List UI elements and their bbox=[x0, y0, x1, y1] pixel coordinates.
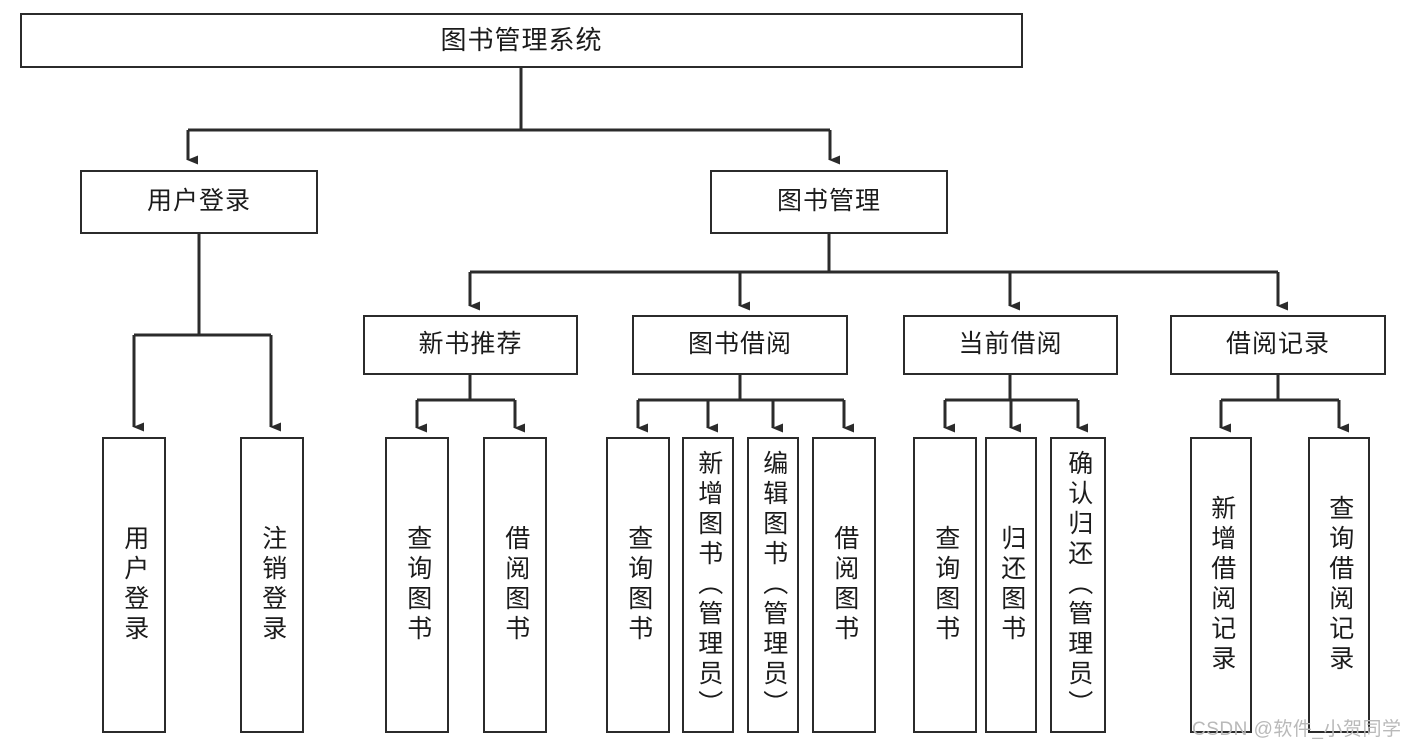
node-book-manage-label: 图书管理 bbox=[776, 187, 881, 216]
watermark: CSDN @软件_小贺同学 bbox=[1192, 719, 1402, 740]
node-leaf-logout-login[interactable]: 注销登录 bbox=[240, 437, 304, 733]
node-leaf-confirm-return-label: 确认归还（管理员） bbox=[1064, 450, 1093, 720]
node-leaf-return-book[interactable]: 归还图书 bbox=[985, 437, 1037, 733]
node-new-book-recommend-label: 新书推荐 bbox=[418, 330, 523, 359]
node-leaf-query-book-2-label: 查询图书 bbox=[624, 525, 653, 645]
node-leaf-user-login[interactable]: 用户登录 bbox=[102, 437, 166, 733]
node-user-login-label: 用户登录 bbox=[146, 187, 251, 216]
node-leaf-query-record-label: 查询借阅记录 bbox=[1325, 495, 1354, 675]
node-borrow-record[interactable]: 借阅记录 bbox=[1170, 315, 1386, 375]
node-book-borrow[interactable]: 图书借阅 bbox=[632, 315, 848, 375]
node-book-manage[interactable]: 图书管理 bbox=[710, 170, 948, 234]
node-leaf-confirm-return[interactable]: 确认归还（管理员） bbox=[1050, 437, 1106, 733]
node-new-book-recommend[interactable]: 新书推荐 bbox=[363, 315, 578, 375]
node-leaf-add-record-label: 新增借阅记录 bbox=[1207, 495, 1236, 675]
node-leaf-add-book[interactable]: 新增图书（管理员） bbox=[682, 437, 734, 733]
node-leaf-query-book-1-label: 查询图书 bbox=[403, 525, 432, 645]
node-current-borrow-label: 当前借阅 bbox=[958, 330, 1063, 359]
node-leaf-borrow-book-1-label: 借阅图书 bbox=[501, 525, 530, 645]
node-leaf-add-book-label: 新增图书（管理员） bbox=[694, 450, 723, 720]
node-leaf-logout-login-label: 注销登录 bbox=[258, 525, 287, 645]
node-current-borrow[interactable]: 当前借阅 bbox=[903, 315, 1118, 375]
node-leaf-edit-book[interactable]: 编辑图书（管理员） bbox=[747, 437, 799, 733]
node-leaf-return-book-label: 归还图书 bbox=[997, 525, 1026, 645]
node-user-login[interactable]: 用户登录 bbox=[80, 170, 318, 234]
node-leaf-borrow-book-1[interactable]: 借阅图书 bbox=[483, 437, 547, 733]
node-leaf-query-book-3-label: 查询图书 bbox=[931, 525, 960, 645]
node-leaf-query-book-2[interactable]: 查询图书 bbox=[606, 437, 670, 733]
node-leaf-user-login-label: 用户登录 bbox=[120, 525, 149, 645]
node-root-label: 图书管理系统 bbox=[440, 25, 603, 56]
node-borrow-record-label: 借阅记录 bbox=[1225, 330, 1330, 359]
node-book-borrow-label: 图书借阅 bbox=[687, 330, 792, 359]
node-leaf-query-book-3[interactable]: 查询图书 bbox=[913, 437, 977, 733]
node-root[interactable]: 图书管理系统 bbox=[20, 13, 1023, 68]
node-leaf-query-record[interactable]: 查询借阅记录 bbox=[1308, 437, 1370, 733]
node-leaf-add-record[interactable]: 新增借阅记录 bbox=[1190, 437, 1252, 733]
node-leaf-borrow-book-2[interactable]: 借阅图书 bbox=[812, 437, 876, 733]
node-leaf-borrow-book-2-label: 借阅图书 bbox=[830, 525, 859, 645]
node-leaf-query-book-1[interactable]: 查询图书 bbox=[385, 437, 449, 733]
node-leaf-edit-book-label: 编辑图书（管理员） bbox=[759, 450, 788, 720]
